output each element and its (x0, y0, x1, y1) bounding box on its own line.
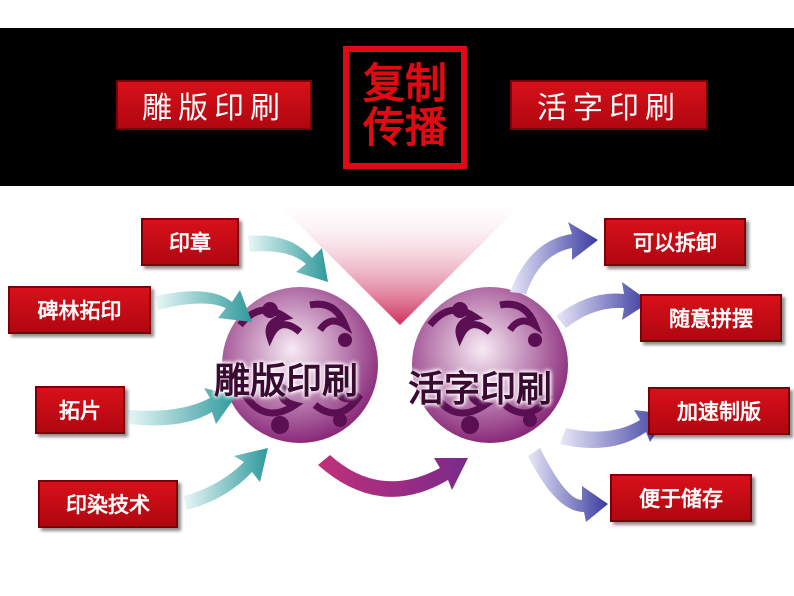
output-box-kechai: 可以拆卸 (604, 218, 746, 266)
arrow-tapian (128, 388, 236, 426)
right-ball-label: 活字印刷 (408, 369, 553, 410)
output-box-jiasu: 加速制版 (648, 387, 790, 435)
arrow-bottom (318, 455, 468, 497)
input-box-yinzhang: 印章 (141, 218, 239, 266)
arrow-yinran (184, 448, 268, 510)
arrow-kechai (510, 222, 598, 294)
center-title-frame: 复制 传播 (343, 46, 467, 169)
arrow-jiasu (560, 410, 668, 448)
input-box-beilin: 碑林拓印 (8, 286, 151, 334)
right-ball (412, 287, 568, 443)
output-box-suiyi: 随意拼摆 (640, 294, 782, 342)
funnel-arrow (270, 196, 530, 325)
input-box-yinran: 印染技术 (38, 480, 178, 528)
header-right-label: 活字印刷 (510, 80, 708, 130)
arrow-suiyi (556, 282, 650, 328)
center-title-line1: 复制 (362, 59, 447, 108)
output-box-bianyu: 便于储存 (610, 474, 752, 522)
arrow-beilin (156, 290, 252, 322)
left-ball (222, 287, 378, 443)
header-left-label: 雕版印刷 (116, 80, 312, 130)
center-title-line2: 传播 (362, 103, 447, 152)
left-ball-label: 雕版印刷 (214, 361, 359, 402)
arrow-bianyu (528, 448, 608, 522)
arrow-yinzhang (248, 235, 328, 282)
input-box-tapian: 拓片 (35, 386, 125, 434)
